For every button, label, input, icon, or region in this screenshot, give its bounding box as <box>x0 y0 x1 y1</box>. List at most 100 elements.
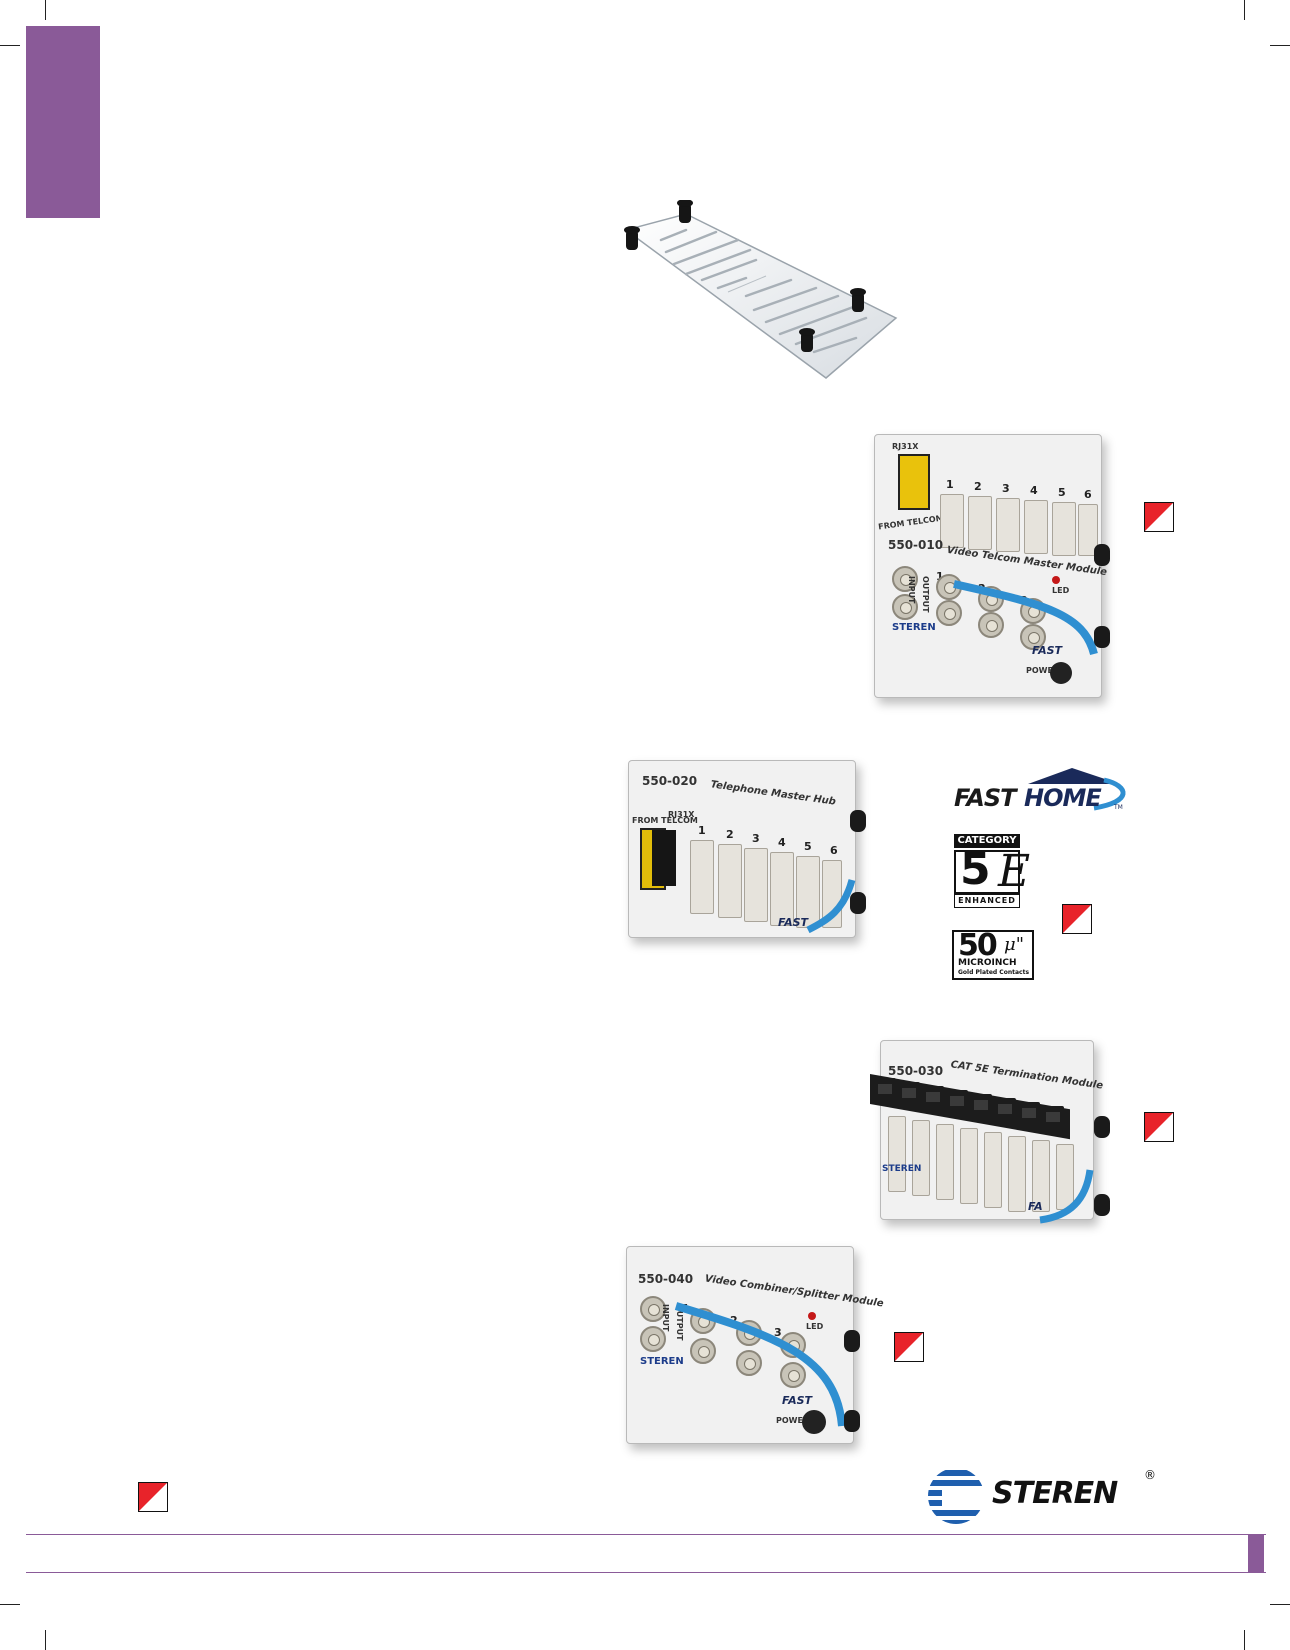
rj45-jack <box>970 1094 992 1120</box>
fasthome-mini-logo: FAST <box>782 1394 813 1407</box>
crop-mark <box>45 1630 46 1650</box>
punchdown-block <box>996 498 1020 552</box>
footer-rule-top <box>26 1534 1266 1535</box>
blue-swoosh <box>674 1302 846 1427</box>
crop-mark <box>45 0 46 20</box>
category-5e-logo: CATEGORY 5 E ENHANCED <box>954 834 1048 910</box>
led-indicator <box>808 1312 816 1320</box>
port-number: 1 <box>698 824 706 837</box>
port-number: 1 <box>946 478 954 491</box>
rj31x-label: RJ31X <box>668 810 695 819</box>
punchdown-block <box>940 494 964 548</box>
fasthome-mini-logo: FA <box>1028 1200 1043 1213</box>
led-label: LED <box>1052 586 1070 595</box>
steren-wordmark: STEREN <box>992 1476 1118 1511</box>
port-number: 6 <box>830 844 838 857</box>
coax-output <box>690 1338 716 1364</box>
output-label: OUTPUT <box>921 576 930 613</box>
crop-mark <box>1270 45 1290 46</box>
module-550-010: RJ31X FROM TELCOM 1 2 3 4 5 6 550-010 Vi… <box>874 434 1114 702</box>
rj45-jack <box>1042 1106 1064 1132</box>
port-number: 5 <box>1058 486 1066 499</box>
module-550-040: 550-040 Video Combiner/Splitter Module I… <box>626 1246 884 1448</box>
port-number: 5 <box>804 840 812 853</box>
punchdown-block <box>912 1120 930 1196</box>
mounting-plate-image <box>616 199 906 380</box>
rj45-jack <box>922 1086 944 1112</box>
coax-output <box>936 600 962 626</box>
port-number: 2 <box>726 828 734 841</box>
microinch-number: 50 <box>958 928 998 963</box>
mounting-knob <box>1094 1194 1110 1216</box>
punchdown-block <box>1052 502 1076 556</box>
mounting-knob <box>844 1410 860 1432</box>
led-indicator <box>1052 576 1060 584</box>
punchdown-block <box>1078 504 1098 556</box>
crop-mark <box>0 1604 20 1605</box>
punchdown-block <box>770 852 794 926</box>
category-label: CATEGORY <box>954 834 1020 848</box>
from-telcom-label: FROM TELCOM <box>632 816 698 825</box>
rj45-jack <box>994 1098 1016 1124</box>
port-number: 4 <box>778 836 786 849</box>
power-label: POWER <box>776 1416 810 1425</box>
microinch-word: MICROINCH <box>958 958 1017 968</box>
rj31x-housing <box>652 830 676 886</box>
coax-input <box>892 566 918 592</box>
section-tab <box>26 26 100 218</box>
enhanced-label: ENHANCED <box>954 894 1020 908</box>
category-letter: E <box>998 846 1031 897</box>
port-number: 2 <box>974 480 982 493</box>
coax-input <box>640 1326 666 1352</box>
input-label: INPUT <box>907 576 916 604</box>
footer-rule-bottom <box>26 1572 1266 1573</box>
port-number: 3 <box>752 832 760 845</box>
punchdown-block <box>718 844 742 918</box>
microinch-mu: μ" <box>1004 934 1024 955</box>
crop-mark <box>1270 1604 1290 1605</box>
model-number: 550-030 <box>888 1064 944 1078</box>
new-badge-icon <box>138 1482 168 1512</box>
mounting-knob <box>1094 626 1110 648</box>
fasthome-home: HOME <box>1024 784 1102 812</box>
punchdown-block <box>690 840 714 914</box>
badge-corner <box>1145 1113 1173 1141</box>
punchdown-block <box>968 496 992 550</box>
badge-corner <box>139 1483 167 1511</box>
rj31x-jack <box>898 454 930 510</box>
punchdown-block <box>960 1128 978 1204</box>
blue-swoosh <box>806 879 856 934</box>
new-badge-icon <box>1144 1112 1174 1142</box>
crop-mark <box>1244 0 1245 20</box>
fasthome-tm: TM <box>1114 804 1123 811</box>
mounting-knob <box>1094 544 1110 566</box>
punchdown-block <box>1008 1136 1026 1212</box>
coax-output <box>1020 624 1046 650</box>
rj45-jack <box>946 1090 968 1116</box>
rj45-jack <box>874 1078 896 1104</box>
rj31x-label: RJ31X <box>892 442 919 451</box>
new-badge-icon <box>1144 502 1174 532</box>
led-label: LED <box>806 1322 824 1331</box>
blue-swoosh <box>1039 1169 1094 1224</box>
steren-mini-logo: STEREN <box>882 1164 922 1174</box>
model-number: 550-020 <box>642 774 698 788</box>
rj45-jack <box>898 1082 920 1108</box>
steren-registered: ® <box>1144 1468 1156 1482</box>
coax-output <box>736 1350 762 1376</box>
punchdown-block <box>984 1132 1002 1208</box>
microinch-logo: 50 μ" MICROINCH Gold Plated Contacts <box>952 928 1034 980</box>
coax-number: 3 <box>774 1326 782 1339</box>
power-label: POWER <box>1026 666 1060 675</box>
fasthome-fast: FAST <box>954 784 1017 812</box>
steren-mini-logo: STEREN <box>640 1356 684 1367</box>
footer-tab <box>1248 1534 1264 1572</box>
module-550-030: 550-030 CAT 5E Termination Module STEREN… <box>870 1040 1110 1224</box>
power-jack <box>1050 662 1072 684</box>
punchdown-block <box>1024 500 1048 554</box>
badge-corner <box>895 1333 923 1361</box>
fasthome-mini-logo: FAST <box>1032 644 1063 657</box>
coax-output <box>978 612 1004 638</box>
rj45-jack <box>1018 1102 1040 1128</box>
model-number: 550-040 <box>638 1272 694 1286</box>
